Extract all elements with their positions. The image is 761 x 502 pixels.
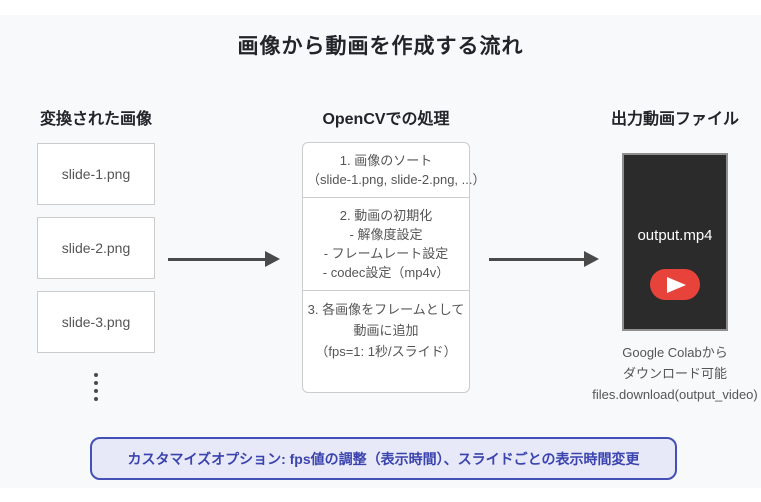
output-filename: output.mp4	[637, 227, 713, 244]
step-add-frames: 3. 各画像をフレームとして 動画に追加 （fps=1: 1秒/スライド）	[303, 290, 469, 392]
customize-options-note: カスタマイズオプション: fps値の調整（表示時間）、スライドごとの表示時間変更	[90, 437, 677, 480]
step-line: 動画に追加	[353, 323, 419, 338]
arrow-line	[168, 257, 265, 261]
caption-line: files.download(output_video)	[592, 387, 758, 402]
images-column-header: 変換された画像	[39, 111, 152, 128]
ellipsis-dots-icon	[37, 371, 155, 403]
page-title: 画像から動画を作成する流れ	[237, 35, 524, 58]
image-file-label: slide-3.png	[61, 314, 131, 330]
arrow-images-to-opencv-icon	[168, 251, 280, 267]
dot	[94, 397, 98, 401]
caption-line: ダウンロード可能	[622, 366, 727, 381]
step-line: - フレームレート設定	[323, 246, 449, 261]
opencv-steps-card: 1. 画像のソート （slide-1.png, slide-2.png, ...…	[302, 142, 486, 393]
step-line: - 解像度設定	[349, 227, 423, 242]
play-triangle-icon	[667, 276, 686, 293]
image-file-card: slide-1.png	[37, 143, 155, 205]
output-column-header: 出力動画ファイル	[610, 111, 739, 128]
step-line: （fps=1: 1秒/スライド）	[315, 344, 457, 359]
step-init-video: 2. 動画の初期化 - 解像度設定 - フレームレート設定 - codec設定（…	[303, 197, 469, 290]
image-file-card: slide-2.png	[37, 217, 155, 279]
image-file-list: slide-1.png slide-2.png slide-3.png	[37, 143, 155, 403]
dot	[94, 389, 98, 393]
arrow-line	[489, 257, 584, 261]
image-file-label: slide-1.png	[61, 166, 131, 182]
play-icon	[650, 269, 700, 300]
opencv-column-header: OpenCVでの処理	[322, 111, 450, 128]
customize-options-text: カスタマイズオプション: fps値の調整（表示時間）、スライドごとの表示時間変更	[127, 450, 640, 467]
image-file-card: slide-3.png	[37, 291, 155, 353]
arrow-opencv-to-output-icon	[489, 251, 599, 267]
dot	[94, 373, 98, 377]
output-caption: Google Colabから ダウンロード可能 files.download(o…	[575, 342, 761, 405]
image-file-label: slide-2.png	[61, 240, 131, 256]
step-line: 2. 動画の初期化	[339, 208, 433, 223]
arrow-head	[584, 251, 599, 267]
step-line: （slide-1.png, slide-2.png, ...）	[307, 172, 486, 187]
arrow-head	[265, 251, 280, 267]
output-video-card: output.mp4	[622, 153, 728, 331]
step-line: 3. 各画像をフレームとして	[307, 302, 465, 317]
step-line: - codec設定（mp4v）	[322, 265, 450, 280]
step-sort-images: 1. 画像のソート （slide-1.png, slide-2.png, ...…	[303, 143, 486, 197]
dot	[94, 381, 98, 385]
step-line: 1. 画像のソート	[339, 153, 433, 168]
caption-line: Google Colabから	[622, 345, 728, 360]
